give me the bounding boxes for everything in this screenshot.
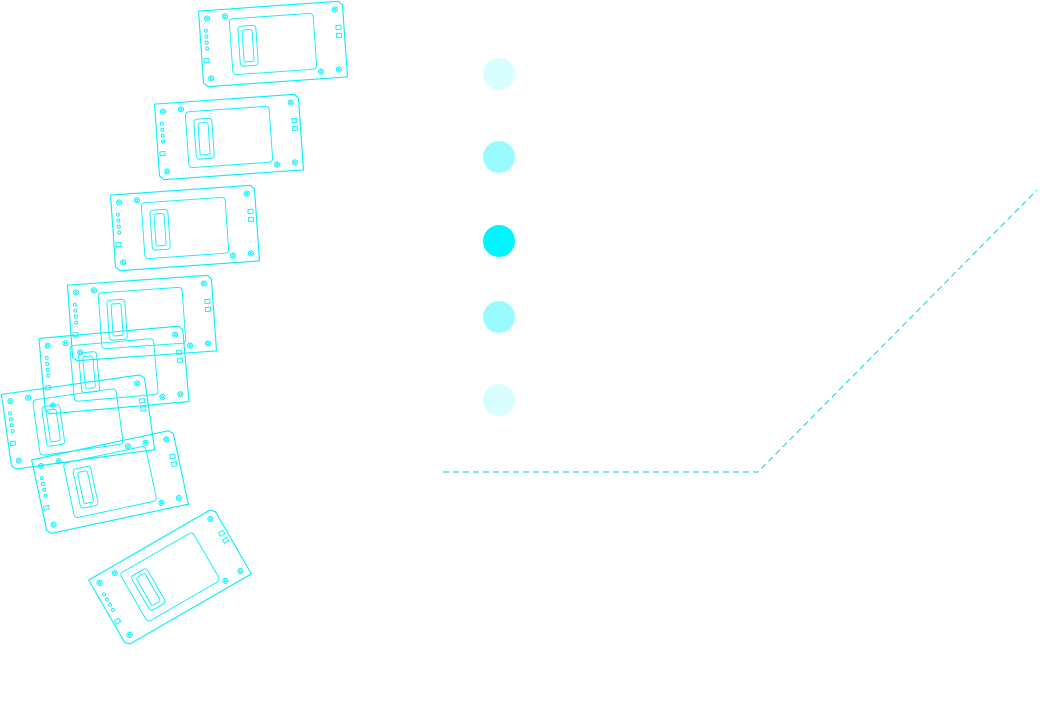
mounting-plate-icon [0, 374, 156, 470]
step-dot [483, 384, 515, 416]
step-dot [483, 58, 515, 90]
rotated-panel-stack [0, 0, 349, 645]
step-dot [483, 301, 515, 333]
mounting-plate-icon [153, 93, 305, 181]
mounting-plate-icon [87, 509, 253, 645]
mounting-plate-icon [66, 274, 218, 362]
mounting-plate-icon [31, 430, 189, 534]
dashed-guide-line [443, 189, 1038, 473]
step-dot [483, 141, 515, 173]
mounting-plate-icon [109, 184, 261, 272]
step-indicator [483, 58, 515, 416]
step-dot [483, 225, 515, 257]
mounting-plate-icon [38, 325, 190, 415]
mounting-plate-icon [197, 0, 349, 88]
